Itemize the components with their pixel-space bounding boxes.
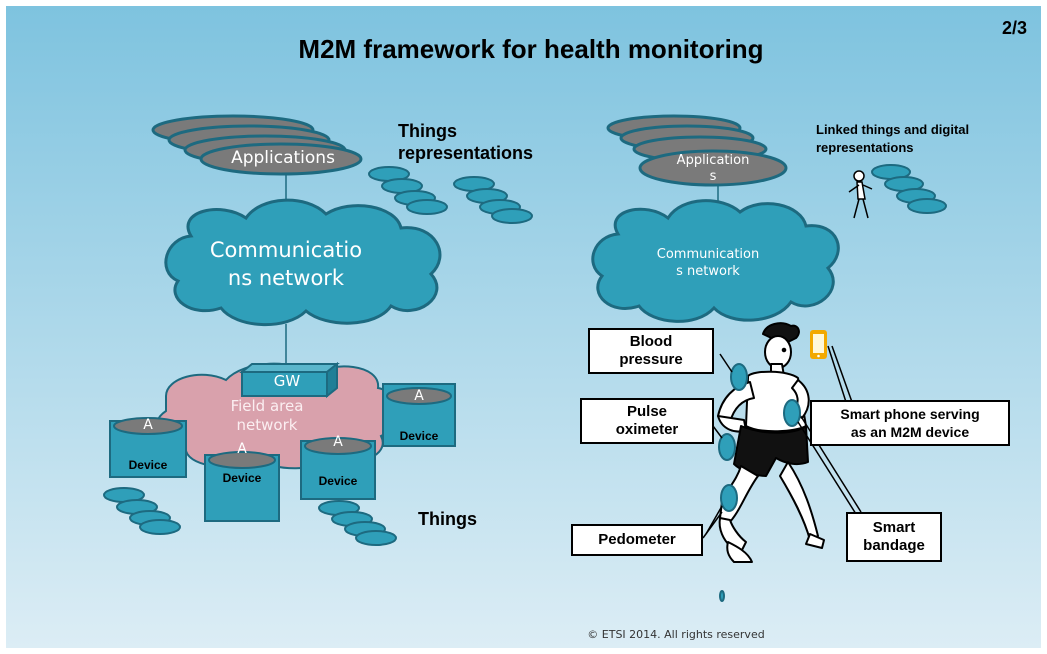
smartphone-icon	[810, 330, 827, 359]
linked-things-label: Linked things and digital representation…	[816, 122, 970, 155]
representations-stack-icon	[453, 176, 533, 224]
applications-label: Applications	[231, 148, 335, 168]
cloud-icon	[164, 198, 442, 327]
diagram-canvas	[6, 6, 1041, 648]
field-area-network-label: Field area network	[230, 397, 304, 434]
things-representations-label: Things representations	[398, 121, 534, 163]
things-stack-icon	[103, 487, 181, 535]
things-stack-icon	[318, 500, 397, 546]
device-label: Device	[222, 471, 262, 485]
small-runner-icon	[848, 170, 873, 219]
device-label: Device	[128, 458, 168, 472]
gateway-label: GW	[273, 372, 301, 390]
communications-network-label: Communicatio ns network	[209, 238, 363, 290]
page-title: M2M framework for health monitoring	[298, 34, 764, 64]
applications-stack-icon	[606, 114, 788, 187]
communications-network-label: Communication s network	[656, 247, 760, 279]
sensor-icon	[718, 363, 801, 602]
applications-label: Application s	[676, 153, 750, 184]
app-marker: A	[414, 388, 424, 404]
applications-stack-icon	[151, 114, 363, 176]
representations-stack-icon	[368, 166, 448, 215]
device-cylinder-icon	[109, 383, 456, 522]
device-label: Device	[318, 474, 358, 488]
app-marker: A	[237, 441, 247, 457]
gateway-icon	[239, 361, 340, 399]
things-label: Things	[418, 509, 477, 529]
slide: M2M framework for health monitoring 2/3 …	[6, 6, 1041, 648]
cloud-icon	[591, 199, 840, 323]
connector-lines	[702, 345, 862, 539]
copyright-footer: © ETSI 2014. All rights reserved	[587, 628, 765, 641]
runner-icon	[717, 322, 825, 563]
app-marker: A	[143, 417, 153, 433]
page-number: 2/3	[1002, 18, 1028, 38]
representations-stack-icon	[871, 164, 947, 214]
pedometer-label: Pedometer	[571, 524, 703, 556]
app-marker: A	[333, 434, 343, 450]
device-label: Device	[399, 429, 439, 443]
